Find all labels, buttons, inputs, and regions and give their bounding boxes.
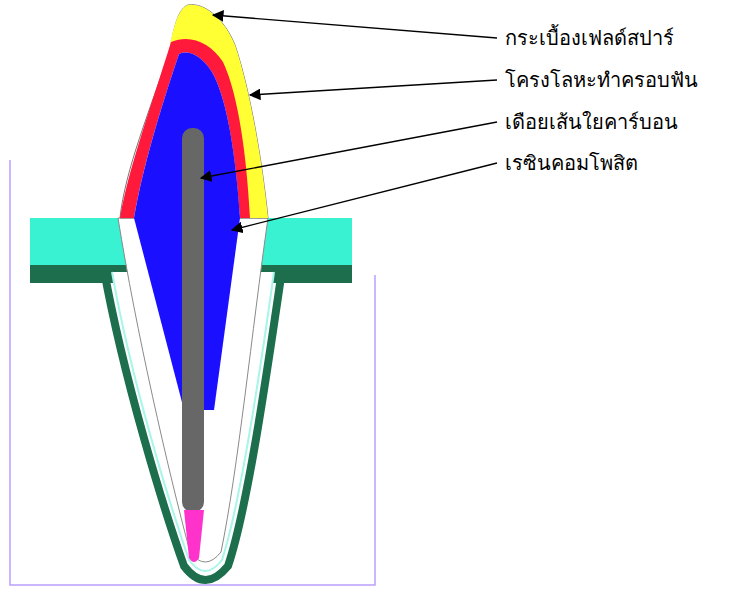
- leader-line: [213, 15, 497, 38]
- leader-line: [201, 122, 497, 178]
- leader-line: [232, 163, 497, 230]
- part-label: เดือยเส้นใยคาร์บอน: [503, 110, 680, 134]
- part-label: โครงโลหะทำครอบฟัน: [503, 68, 700, 92]
- part-label: กระเบื้องเฟลด์สปาร์: [503, 26, 676, 50]
- leader-line: [250, 80, 497, 95]
- fibre-post: [182, 128, 204, 512]
- apical-filling: [184, 510, 204, 562]
- part-label: เรซินคอมโพสิต: [503, 151, 640, 175]
